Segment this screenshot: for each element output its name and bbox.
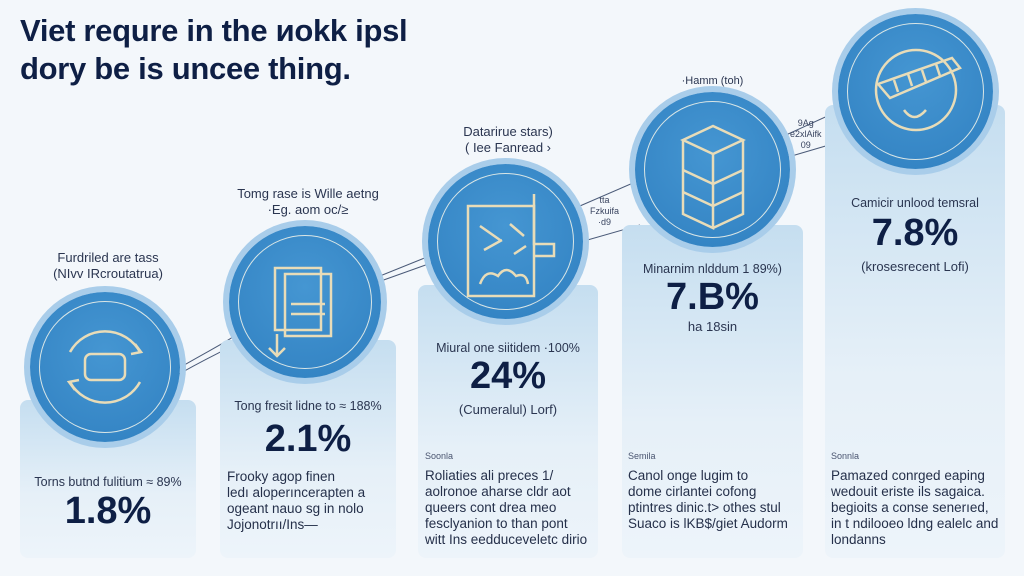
metric-label: Camicir unlood temsral: [851, 196, 979, 210]
document-chart-icon: [428, 164, 583, 319]
source-label: Semila: [628, 451, 656, 461]
metric-label: Tong fresit lidne to ≈ 188%: [234, 399, 382, 413]
metric-value: 7.B%: [666, 276, 759, 318]
metric-value: 1.8%: [64, 490, 152, 532]
box-icon: [635, 92, 790, 247]
ship-globe-icon: [838, 14, 993, 169]
metric-value: 2.1%: [264, 418, 352, 460]
metric-value: 7.8%: [871, 212, 959, 254]
description: Roliaties ali preces 1/aolronoe aharse c…: [425, 468, 588, 547]
metric-label: Minarnim nlddum 1 89%): [643, 262, 782, 276]
rotation-arrows-icon: [30, 292, 180, 442]
metric-label: Torns butnd fulitium ≈ 89%: [34, 475, 182, 489]
metric-subtitle: (Cumeralul) Lorf): [458, 402, 558, 417]
document-arrow-icon: [229, 226, 381, 378]
stat-card-5: [825, 105, 1005, 558]
metric-subtitle: (krosesrecent Lofi): [861, 259, 969, 274]
stat-card-4: [622, 225, 803, 558]
metric-label: Miural one siitidem ·100%: [436, 341, 580, 355]
metric-subtitle: ha 18sin: [687, 319, 738, 334]
title-line-2: dory be is uncee thing.: [20, 51, 351, 86]
card-1-heading: Furdriled are tass(NIvv IRcroutatrua): [53, 250, 163, 281]
metric-value: 24%: [469, 355, 547, 397]
card-2-heading: Tomg rase is Wille aetng·Eg. aom oc/≥: [237, 186, 379, 217]
stat-card-3: [418, 285, 598, 558]
title-line-1: Viet requre in the ᴎokk ipsl: [20, 13, 408, 48]
source-label: Soonla: [425, 451, 454, 461]
source-label: Sonnla: [831, 451, 860, 461]
card-3-heading: Datarirue stars)( Iee Fanread ›: [463, 124, 553, 155]
card-4-heading: ·Hamm (toh): [681, 75, 744, 87]
